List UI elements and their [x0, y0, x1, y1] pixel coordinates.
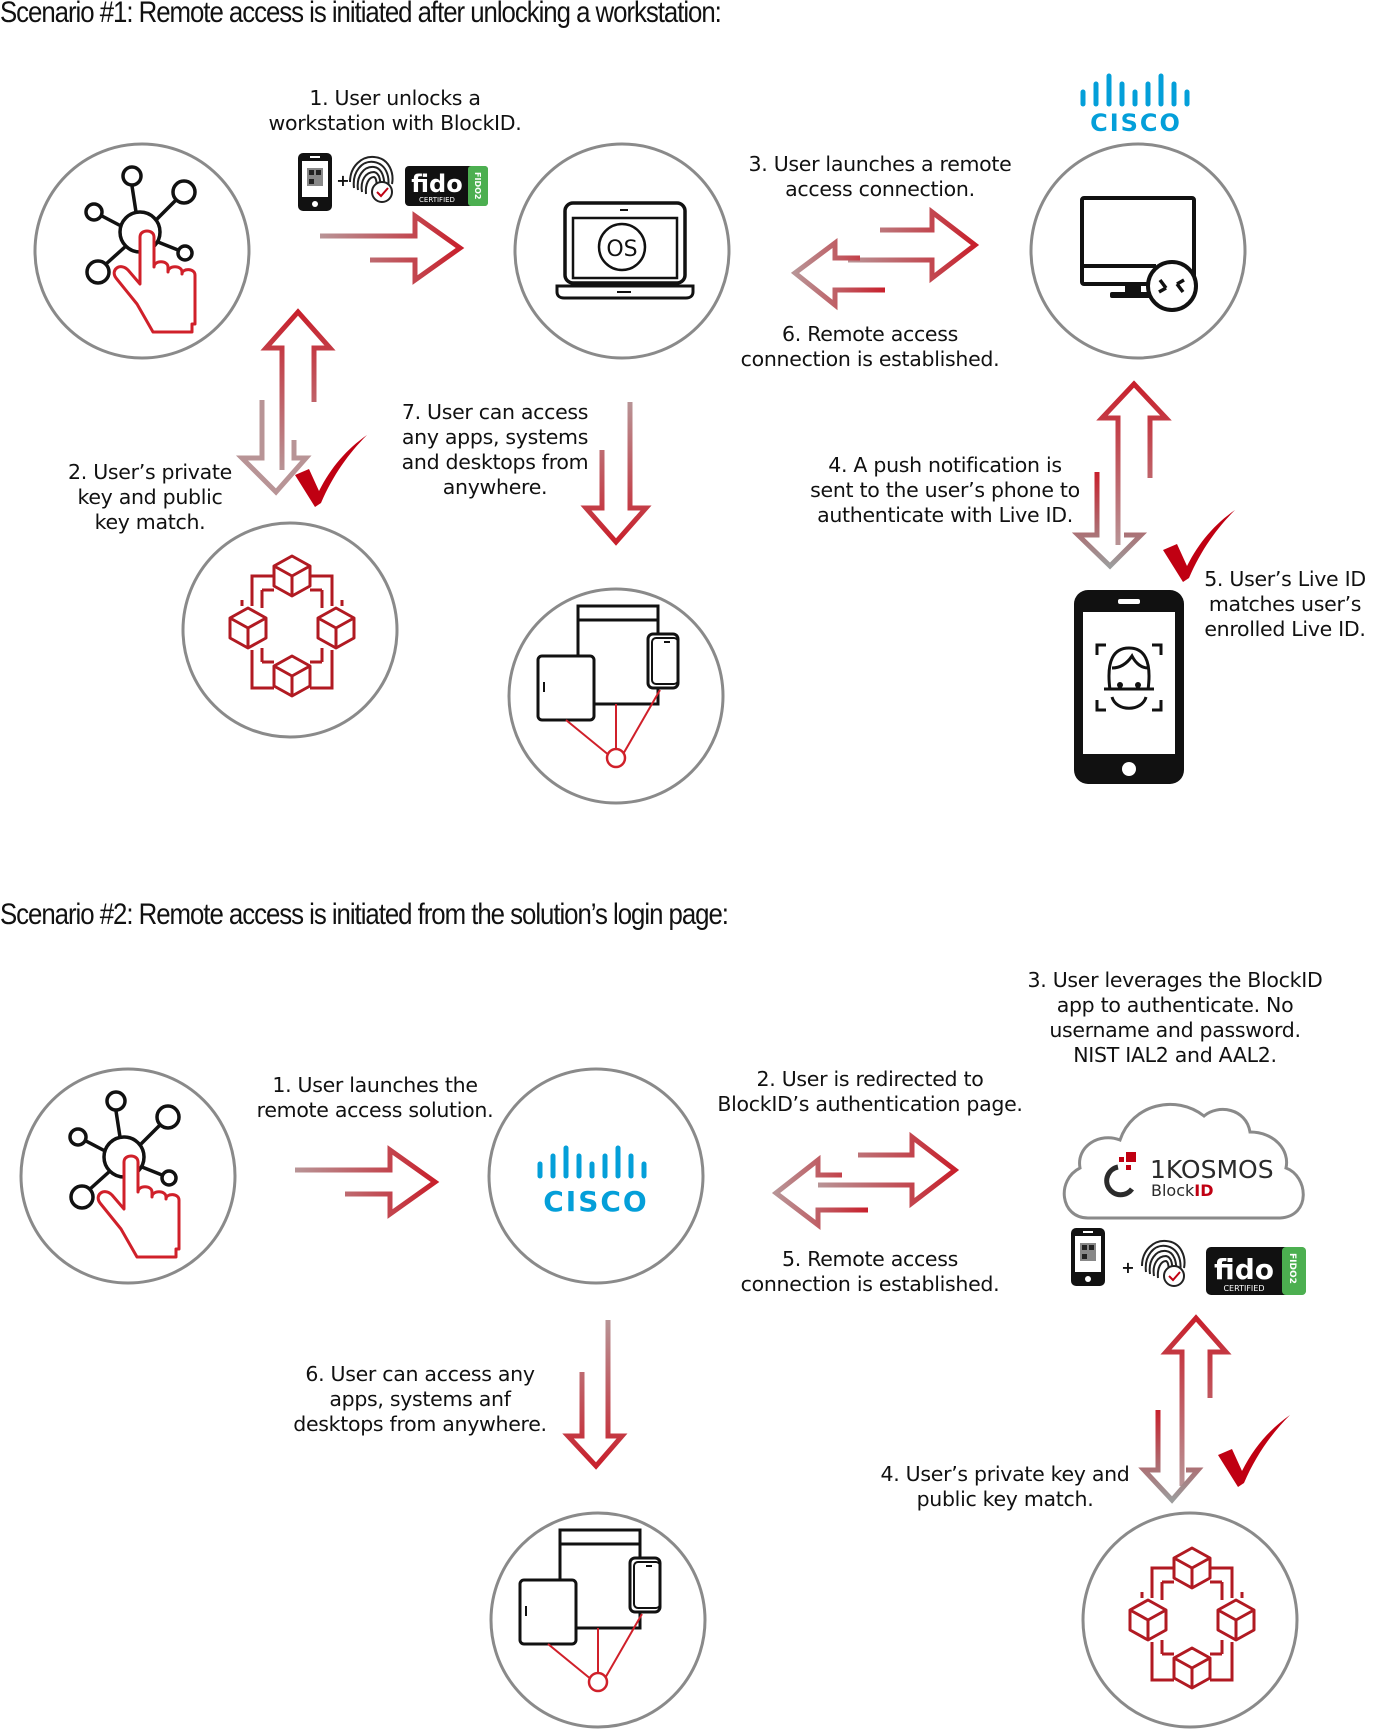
svg-text:fido: fido	[411, 170, 462, 198]
s2-fingerprint-icon	[1141, 1239, 1186, 1287]
s1-step-5-label: 5. User’s Live ID matches user’s enrolle…	[1204, 567, 1366, 641]
svg-text:CERTIFIED: CERTIFIED	[419, 196, 455, 204]
s1-keys-match-check-icon	[295, 435, 367, 507]
scenario-2-title: Scenario #2: Remote access is initiated …	[0, 898, 729, 931]
s1-step-6-label: 6. Remote access connection is establish…	[740, 322, 1000, 371]
s1-blockchain-icon	[230, 556, 354, 696]
svg-text:FIDO2: FIDO2	[1287, 1253, 1297, 1284]
s1-arrow-user-to-workstation	[320, 216, 460, 280]
s1-user-circle	[33, 142, 251, 360]
svg-text:FIDO2: FIDO2	[473, 172, 482, 199]
os-text: OS	[606, 237, 637, 262]
s2-arrow-cisco-blockid	[771, 1131, 960, 1231]
s2-blockchain-circle	[1081, 1511, 1299, 1729]
s2-step-2-label: 2. User is redirected to BlockID’s authe…	[717, 1067, 1023, 1116]
s1-step-1-label: 1. User unlocks a workstation with Block…	[268, 86, 522, 135]
s1-workstation-circle	[513, 142, 731, 360]
remote-desktop-monitor-icon	[1080, 196, 1198, 312]
s1-arrow-workstation-cisco	[790, 206, 980, 311]
s2-qr-phone-icon	[1071, 1228, 1105, 1286]
s1-remote-desktop-circle	[1029, 142, 1247, 360]
s2-blockchain-icon	[1130, 1548, 1254, 1688]
s1-blockchain-circle	[181, 521, 399, 739]
s2-devices-circle	[489, 1511, 707, 1729]
s2-step-3-label: 3. User leverages the BlockID app to aut…	[1027, 968, 1323, 1067]
fido2-certified-badge: fido CERTIFIED FIDO2	[405, 166, 488, 206]
s1-step-3-label: 3. User launches a remote access connect…	[748, 152, 1012, 201]
s1-step-7-label: 7. User can access any apps, systems and…	[401, 400, 589, 499]
s2-user-circle	[19, 1067, 237, 1285]
s1-liveid-match-check-icon	[1163, 510, 1235, 582]
s2-arrow-user-to-cisco	[295, 1150, 435, 1214]
s1-arrow-user-blocks	[235, 308, 336, 496]
s2-arrow-to-devices	[562, 1320, 628, 1470]
s2-devices-icon	[518, 1528, 662, 1693]
s1-cisco-logo: CISCO	[1083, 76, 1187, 137]
s1-devices-icon	[536, 604, 680, 769]
scenario-1-title: Scenario #1: Remote access is initiated …	[0, 0, 722, 29]
qr-phone-icon	[298, 153, 332, 211]
s1-credentials-row: + fido CERTIFIED FIDO2	[298, 153, 488, 211]
s2-credentials-row: + fido CERTIFIED FIDO2	[1071, 1228, 1306, 1295]
s2-step-4-label: 4. User’s private key and public key mat…	[880, 1462, 1130, 1511]
s2-step-6-label: 6. User can access any apps, systems anf…	[293, 1362, 547, 1436]
svg-text:CERTIFIED: CERTIFIED	[1223, 1284, 1264, 1293]
1kosmos-logo-icon	[1104, 1152, 1136, 1198]
s2-touch-network-icon	[68, 1090, 181, 1259]
svg-text:CISCO: CISCO	[543, 1185, 648, 1218]
s1-step-2-label: 2. User’s private key and public key mat…	[68, 460, 232, 534]
s1-arrow-to-devices	[580, 402, 652, 546]
s2-keys-match-check-icon	[1218, 1415, 1290, 1487]
laptop-os-icon: OS	[555, 201, 695, 300]
s2-plus-sign: +	[1121, 1258, 1134, 1277]
svg-text:CISCO: CISCO	[1090, 109, 1182, 137]
blockid-cloud: 1KOSMOS BlockID	[1062, 1102, 1305, 1220]
s2-fido2-certified-badge: fido CERTIFIED FIDO2	[1206, 1247, 1306, 1295]
s2-step-5-label: 5. Remote access connection is establish…	[740, 1247, 1000, 1296]
s1-step-4-label: 4. A push notification is sent to the us…	[810, 453, 1080, 527]
s2-cisco-circle	[487, 1067, 705, 1285]
svg-text:fido: fido	[1214, 1253, 1274, 1286]
fingerprint-icon	[349, 155, 394, 203]
plus-sign: +	[336, 171, 349, 190]
touch-network-icon	[84, 165, 197, 334]
s1-arrow-cisco-phone	[1071, 380, 1172, 570]
s1-devices-circle	[507, 587, 725, 805]
liveid-phone-icon	[1074, 590, 1184, 784]
s2-step-1-label: 1. User launches the remote access solut…	[256, 1073, 494, 1122]
s2-arrow-blockid-blocks	[1138, 1314, 1232, 1504]
s2-cisco-logo: CISCO	[540, 1148, 648, 1218]
1kosmos-wordmark: 1KOSMOS	[1150, 1155, 1274, 1184]
blockid-wordmark: BlockID	[1151, 1181, 1214, 1200]
